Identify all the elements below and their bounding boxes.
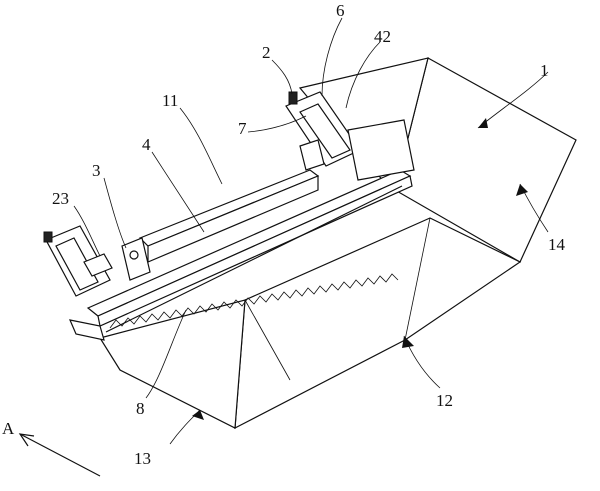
arrowhead-14 (516, 184, 528, 196)
left-bracket (121, 237, 151, 281)
arrowhead-1 (478, 118, 488, 128)
label-12: 12 (436, 391, 453, 410)
left-actuator-body (55, 237, 99, 291)
hopper-edge-line (244, 299, 291, 381)
label-7: 7 (238, 119, 247, 138)
rail (68, 169, 413, 341)
rail-end-plate (68, 319, 105, 341)
hopper-bottom-panel (234, 217, 522, 430)
label-1: 1 (540, 61, 549, 80)
beam-face (147, 175, 319, 263)
leader-23 (73, 205, 101, 257)
label-42: 42 (374, 27, 391, 46)
arrowhead-12 (402, 336, 414, 348)
saw-teeth (109, 273, 399, 329)
bracket-hole (129, 250, 139, 260)
label-13: 13 (134, 449, 151, 468)
hopper-front-face (99, 299, 246, 429)
view-arrow-shaft (19, 433, 101, 477)
right-actuator-body (299, 103, 351, 159)
saw-tooth-strip (105, 185, 403, 333)
leader-7 (247, 115, 307, 133)
label-8: 8 (136, 399, 145, 418)
rail-face (97, 175, 413, 327)
leader-3 (103, 177, 127, 249)
label-2: 2 (262, 43, 271, 62)
leader-11 (179, 107, 223, 185)
mounting-beam (138, 169, 320, 263)
right-actuator-bolt (288, 91, 298, 105)
view-arrow (18, 433, 101, 477)
left-actuator-clamp (83, 253, 113, 277)
leader-42 (345, 41, 381, 109)
label-3: 3 (92, 161, 101, 180)
label-4: 4 (142, 135, 151, 154)
label-6: 6 (336, 1, 345, 20)
right-actuator-frame (347, 119, 415, 181)
left-actuator-bolt (43, 231, 53, 243)
label-view-a: A (2, 419, 15, 438)
left-actuator (43, 225, 113, 297)
leader-4 (151, 151, 205, 233)
label-14: 14 (548, 235, 566, 254)
right-actuator (285, 91, 415, 181)
hopper-body (99, 57, 577, 430)
arrowhead-13 (192, 410, 204, 420)
view-arrow-head (18, 433, 35, 447)
saw-strip-edge (105, 185, 403, 333)
hopper-edge-line-2 (404, 217, 431, 341)
leader-6 (321, 17, 343, 97)
leader-lines (73, 17, 549, 445)
right-actuator-clamp (299, 139, 325, 171)
label-11: 11 (162, 91, 178, 110)
leader-8 (145, 309, 187, 399)
label-23: 23 (52, 189, 69, 208)
leader-2 (271, 59, 293, 95)
